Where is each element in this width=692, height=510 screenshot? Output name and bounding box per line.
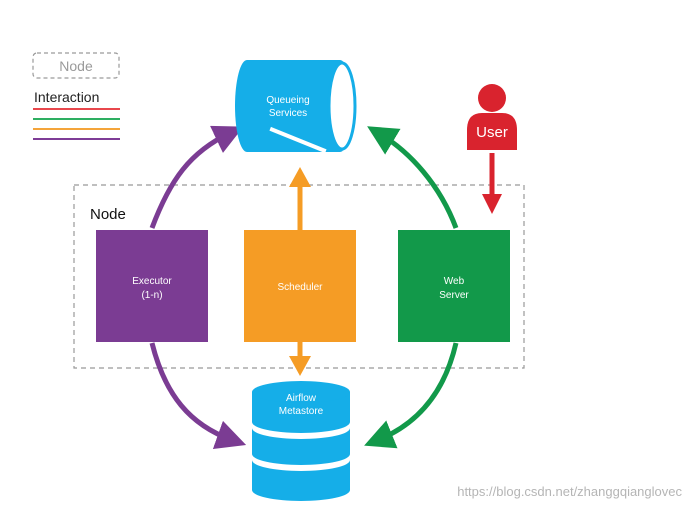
executor-label-2: (1-n): [141, 290, 162, 301]
executor-to-metastore-arrow: [149, 342, 247, 450]
legend-interaction-label: Interaction: [34, 89, 99, 105]
webserver-label-1: Web: [444, 276, 465, 287]
legend-node-label: Node: [59, 58, 93, 74]
webserver-box: Web Server: [398, 230, 510, 342]
user-to-webserver-arrow: [482, 153, 502, 214]
metastore-layer-1: [252, 392, 350, 433]
executor-box: Executor (1-n): [96, 230, 208, 342]
queueing-cylinder-body: [235, 60, 352, 152]
user-icon: User: [467, 84, 517, 150]
scheduler-label: Scheduler: [277, 282, 323, 293]
queueing-services: Queueing Services: [235, 60, 357, 154]
scheduler-to-queue-arrow: [289, 167, 311, 230]
webserver-to-metastore-arrow: [364, 342, 459, 449]
user-label: User: [476, 124, 508, 141]
scheduler-box: Scheduler: [244, 230, 356, 342]
scheduler-to-metastore-arrow: [289, 342, 311, 376]
metastore-top: [252, 381, 350, 403]
node-group-label: Node: [90, 206, 126, 223]
metastore-layer-2: [252, 428, 350, 465]
executor-to-queue-arrow: [149, 125, 244, 229]
metastore-label-1: Airflow: [286, 393, 317, 404]
webserver-to-queue-arrow: [367, 126, 459, 229]
metastore-label-2: Metastore: [279, 406, 324, 417]
watermark: https://blog.csdn.net/zhanggqianglovec: [457, 484, 682, 499]
webserver-label-2: Server: [439, 290, 469, 301]
legend-node-box: [32, 52, 120, 79]
legend: Node Interaction: [32, 52, 120, 140]
queueing-cylinder-stripe: [269, 126, 327, 154]
queueing-cylinder-end: [327, 61, 357, 151]
airflow-metastore: Airflow Metastore: [252, 381, 350, 501]
queueing-label-2: Services: [269, 108, 307, 119]
queueing-label-1: Queueing: [266, 95, 309, 106]
metastore-layer-3: [252, 460, 350, 501]
executor-label-1: Executor: [132, 276, 172, 287]
